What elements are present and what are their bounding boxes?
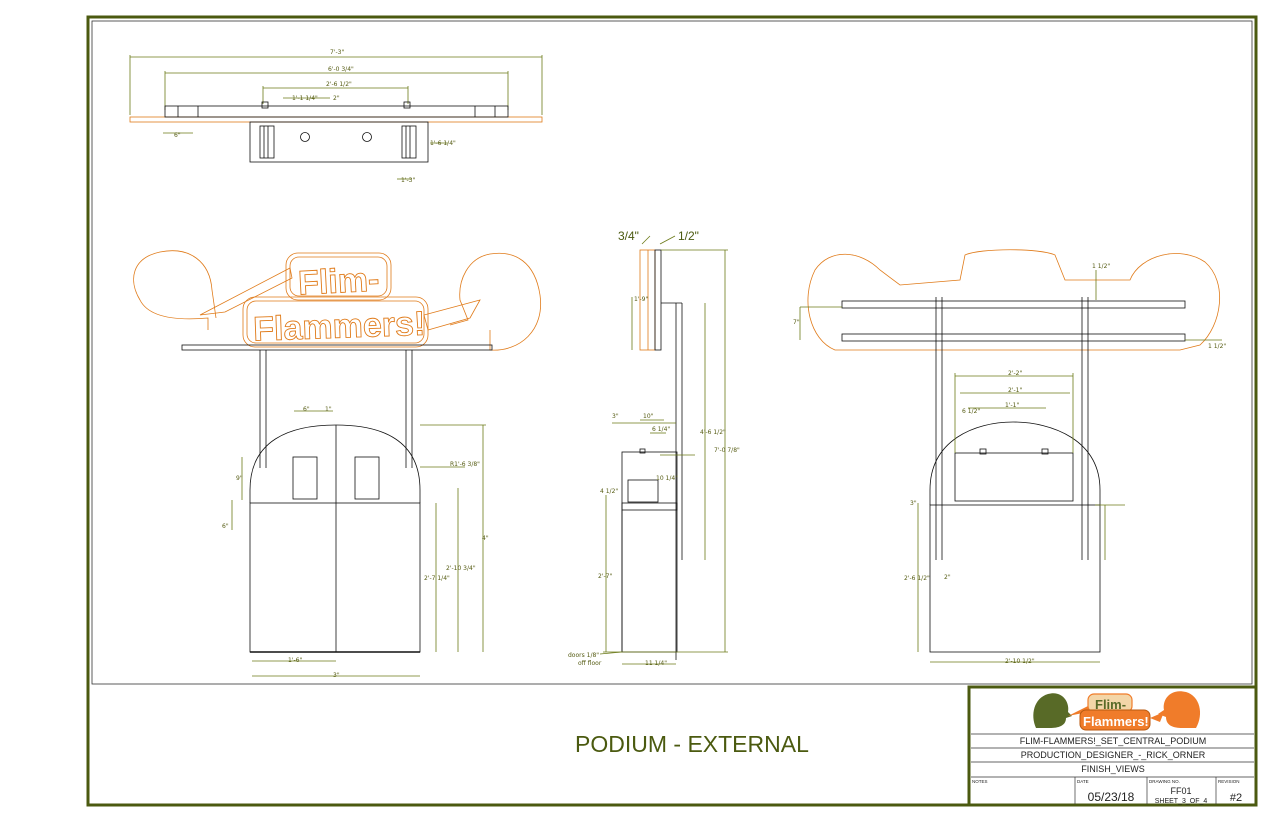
side-note-floor: off floor <box>578 660 602 667</box>
front-dim-width: 3" <box>333 672 340 679</box>
front-dim-half: 1'-6" <box>288 657 302 664</box>
rear-dim-rail-gap: 7" <box>793 319 800 326</box>
revision-value: #2 <box>1230 792 1242 804</box>
date-label: DATE <box>1077 779 1089 784</box>
plan-dim-depth: 1'-6 1/4" <box>430 140 456 147</box>
sign-text-flammers: Flammers! <box>253 305 426 349</box>
date-value: 05/23/18 <box>1088 790 1135 804</box>
rear-dim-offset: 6 1/2" <box>962 408 980 415</box>
rear-dim-lip: 3" <box>910 500 917 507</box>
side-dim-top-depth: 10" <box>643 413 654 420</box>
designer-name: PRODUCTION_DESIGNER_-_RICK_ORNER <box>1021 750 1206 760</box>
rear-dim-edge: 2" <box>944 574 951 581</box>
front-dim-height: 2'-10 3/4" <box>446 565 476 572</box>
rear-dim-rail-bottom: 1 1/2" <box>1208 343 1226 350</box>
side-dim-sign-height: 1'-9" <box>634 296 648 303</box>
drawing-title: PODIUM - EXTERNAL <box>575 731 809 757</box>
drawing-no-label: DRAWING NO. <box>1149 779 1180 784</box>
right-head-silhouette <box>449 252 542 351</box>
side-dim-counter: 10 1/4" <box>656 475 678 482</box>
logo-green-head-icon <box>1033 693 1072 728</box>
side-dim-post-height: 4'-6 1/2" <box>700 429 726 436</box>
side-dim-sign-face: 1/2" <box>678 229 699 243</box>
front-dim-sill: 6" <box>222 523 229 530</box>
side-note-doors: doors 1/8" <box>568 652 599 659</box>
plan-dim-post-spacing: 2'-6 1/2" <box>326 81 352 88</box>
sheet-of-value: SHEET_3_OF_4 <box>1155 798 1208 805</box>
rear-dim-arch-inner: 2'-1" <box>1008 387 1022 394</box>
rear-dim-width: 2'-10 1/2" <box>1005 658 1035 665</box>
rear-dim-drawer: 1'-1" <box>1005 402 1019 409</box>
project-name: FLIM-FLAMMERS!_SET_CENTRAL_PODIUM <box>1020 736 1207 746</box>
side-dim-depth: 11 1/4" <box>645 660 667 667</box>
front-dim-total: 4" <box>482 535 489 542</box>
plan-dim-edge: 6" <box>174 132 181 139</box>
rear-sign-outline <box>807 249 1221 351</box>
front-dim-window-w: 6" <box>303 406 310 413</box>
logo-text-flim: Flim- <box>1095 697 1126 712</box>
plan-dim-offset: 1'-1 1/4" <box>292 95 318 102</box>
rear-dim-arch-outer: 2'-2" <box>1008 370 1022 377</box>
front-dim-counter: 2'-7 1/4" <box>424 575 450 582</box>
title-block-logo: Flim- Flammers! <box>1033 691 1201 731</box>
logo-text-flammers: Flammers! <box>1083 714 1149 729</box>
rear-dim-rail-top: 1 1/2" <box>1092 263 1110 270</box>
revision-label: REVISION <box>1218 779 1240 784</box>
inner-border <box>91 20 1253 685</box>
side-dim-sign-thickness: 3/4" <box>618 229 639 243</box>
side-dim-base: 2'-7" <box>598 573 612 580</box>
front-view: Flim- Flammers! 6" <box>133 250 542 679</box>
sheet-name: FINISH_VIEWS <box>1081 764 1145 774</box>
side-dim-shelf: 6 1/4" <box>652 426 670 433</box>
logo-orange-head-icon <box>1158 691 1201 728</box>
drawing-no-value: FF01 <box>1170 786 1191 796</box>
title-block: Flim- Flammers! FLIM-FLAMMERS!_SET_CENTR… <box>967 685 1258 807</box>
sign-text-flim: Flim- <box>297 260 380 302</box>
plan-dim-overall: 7'-3" <box>330 49 344 56</box>
notes-label: NOTES <box>972 779 988 784</box>
side-dim-drop: 4 1/2" <box>600 488 618 495</box>
side-view: 3/4" 1/2" 1'-9" 4'-6 1/2" 7'-0 7/8" 10" … <box>568 229 740 667</box>
front-dim-radius: R1'-6 3/8" <box>450 461 480 468</box>
left-head-silhouette <box>133 250 217 330</box>
outer-border <box>86 15 1258 807</box>
rear-view: 1 1/2" 7" 1 1/2" 2'-2" 2'-1" 6 1/2" 1'-1… <box>793 249 1226 665</box>
front-dim-window-h: 9" <box>236 475 243 482</box>
sign-plaque <box>199 252 481 348</box>
plan-view: 7'-3" 6'-0 3/4" 2'-6 1/2" 1'-1 1/4" 2" 6… <box>129 49 543 184</box>
side-dim-overall: 7'-0 7/8" <box>714 447 740 454</box>
plan-dim-door: 1'-3" <box>401 177 415 184</box>
plan-dim-post: 2" <box>333 95 340 102</box>
side-dim-inset: 3" <box>612 413 619 420</box>
front-dim-window-gap: 1" <box>325 406 332 413</box>
plan-dim-rail: 6'-0 3/4" <box>328 66 354 73</box>
rear-dim-base-h: 2'-6 1/2" <box>904 575 930 582</box>
